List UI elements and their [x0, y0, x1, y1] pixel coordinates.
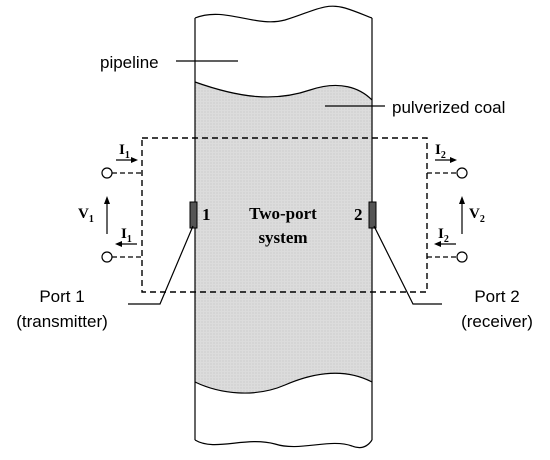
right-current-bottom-label: I2	[438, 226, 449, 245]
right-voltage-label: V2	[469, 206, 485, 225]
port2-number: 2	[354, 205, 363, 224]
two-port-label-line2: system	[258, 228, 307, 247]
left-current-top-label: I1	[119, 142, 130, 161]
right-top-terminal	[456, 167, 468, 179]
left-voltage-arrow	[104, 196, 110, 234]
pipeline-label: pipeline	[100, 53, 159, 72]
left-current-bottom-arrow	[115, 241, 137, 247]
pulverized-coal-region	[195, 82, 372, 394]
left-current-top-arrow	[116, 157, 138, 163]
two-port-boundary	[141, 137, 428, 293]
coal-top-boundary	[194, 81, 373, 101]
two-port-label-line1: Two-port	[249, 204, 317, 223]
port2-pointer-line	[373, 225, 442, 305]
port2-label-line1: Port 2	[474, 287, 519, 306]
pulverized-coal-label: pulverized coal	[392, 98, 505, 117]
port2-label-line2: (receiver)	[461, 312, 533, 331]
pipeline-bottom-break	[194, 439, 373, 449]
port1-electrode	[189, 201, 198, 229]
right-current-top-label: I2	[435, 142, 446, 161]
right-current-top-arrow	[435, 157, 457, 163]
port1-label-line1: Port 1	[39, 287, 84, 306]
port2-electrode	[368, 201, 377, 229]
right-current-bottom-arrow	[434, 241, 456, 247]
coal-bottom-boundary	[194, 372, 373, 394]
right-voltage-arrow	[459, 196, 465, 234]
left-current-bottom-label: I1	[121, 226, 132, 245]
left-top-terminal	[101, 167, 113, 179]
port1-number: 1	[202, 205, 211, 224]
left-bottom-terminal	[101, 251, 113, 263]
left-voltage-label: V1	[78, 206, 94, 225]
port1-label-line2: (transmitter)	[16, 312, 108, 331]
pipeline-top-break	[194, 5, 373, 23]
port1-pointer-line	[128, 225, 194, 305]
right-bottom-terminal	[456, 251, 468, 263]
